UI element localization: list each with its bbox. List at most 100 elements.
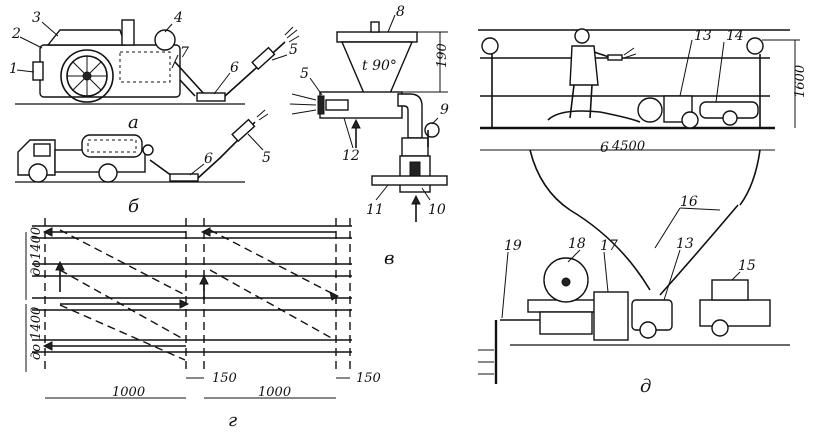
label-g: г xyxy=(228,410,237,431)
dim-4500: 4500 xyxy=(611,139,645,154)
strip-lines xyxy=(32,225,352,353)
pulley-left xyxy=(481,37,499,55)
water-lines xyxy=(478,349,494,375)
deck-hose xyxy=(547,110,641,123)
dim-1000-right: 1000 xyxy=(258,385,291,400)
callout-19: 19 xyxy=(504,238,522,254)
hose-coil-6 xyxy=(196,92,226,102)
label-b: б xyxy=(128,196,140,217)
pump-knob xyxy=(142,144,154,156)
mixer-axle xyxy=(561,277,571,287)
front-cap xyxy=(32,61,44,81)
valve-body xyxy=(401,137,429,157)
cart-wheel xyxy=(711,319,729,337)
callout-14: 14 xyxy=(726,28,744,44)
label-v: в xyxy=(384,248,394,269)
truck-wheel-rear xyxy=(98,163,118,183)
tank-wheel xyxy=(722,110,738,126)
dim-1400-bottom: до 1400 xyxy=(29,307,44,360)
callout-1: 1 xyxy=(9,61,18,77)
callout-6-d: 6 xyxy=(600,140,609,156)
worker-head xyxy=(574,28,590,44)
callout-17: 17 xyxy=(600,238,618,254)
dim-190: 190 xyxy=(435,43,450,68)
callout-14-line: 13 xyxy=(694,28,712,44)
subfigure-v-hopper: 190 t 90° 8 5 9 12 11 10 в xyxy=(289,4,450,269)
callout-9: 9 xyxy=(440,102,449,118)
hanging-cables xyxy=(529,149,761,211)
wheel xyxy=(60,49,114,103)
tank-17 xyxy=(593,291,629,341)
wheel-hub xyxy=(82,71,92,81)
tank-inner-dashed xyxy=(87,139,137,153)
label-d: д xyxy=(640,376,651,397)
hopper-lid xyxy=(336,31,418,43)
callout-15: 15 xyxy=(738,258,756,274)
pass-arrows xyxy=(52,231,336,347)
base-plate-11 xyxy=(371,175,448,186)
dim-150-right: 150 xyxy=(356,371,381,386)
compressor-cart xyxy=(699,299,771,327)
leaders-a xyxy=(16,21,288,95)
callout-4: 4 xyxy=(173,10,183,26)
cab-window xyxy=(33,143,51,157)
callout-13-lower: 13 xyxy=(676,236,694,252)
worker-gun xyxy=(607,54,623,61)
dim-lines-g xyxy=(25,232,350,399)
callout-7: 7 xyxy=(180,45,189,61)
callout-11: 11 xyxy=(366,202,384,218)
callout-8: 8 xyxy=(396,4,405,20)
subfigure-b-truck: 6 5 б xyxy=(15,109,271,217)
hopper-cap xyxy=(370,21,380,33)
callout-6-a: 6 xyxy=(230,60,239,76)
temp-label: t 90° xyxy=(362,58,397,74)
air-arrowhead xyxy=(351,118,361,129)
tank-hood xyxy=(46,29,126,46)
callout-5-a: 5 xyxy=(289,42,298,58)
leaders-v xyxy=(309,14,439,201)
dim-1000-left: 1000 xyxy=(112,385,145,400)
callout-5-b: 5 xyxy=(262,150,271,166)
leaders-d xyxy=(501,39,741,319)
subfigure-d-station: 4500 1600 13 14 xyxy=(478,28,808,397)
spray-hose xyxy=(224,41,286,97)
callout-5-v: 5 xyxy=(300,66,309,82)
spray-mist-b xyxy=(256,109,269,121)
pump-13-upper xyxy=(637,97,663,123)
mixer-base xyxy=(539,311,593,335)
label-a: а xyxy=(128,112,139,133)
spray-jet xyxy=(289,93,317,115)
heater-box-dashed xyxy=(119,51,171,83)
callout-16: 16 xyxy=(680,194,698,210)
dim-150-mid: 150 xyxy=(212,371,237,386)
hose-coil-6-b xyxy=(169,173,199,182)
pump-wheel-upper xyxy=(681,111,699,129)
dim-1600: 1600 xyxy=(793,65,808,98)
spray-gun-5-b xyxy=(231,118,256,143)
subfigure-g-pattern: до1400 до 1400 1000 1000 150 150 г xyxy=(25,218,381,431)
callout-3: 3 xyxy=(32,10,41,26)
nozzle-tip xyxy=(317,95,325,115)
leaders-b xyxy=(189,133,264,176)
pipe-7 xyxy=(174,61,206,96)
diagonal-passes xyxy=(59,229,336,361)
chimney xyxy=(121,19,135,46)
worker-legs xyxy=(569,84,593,119)
compressor-15 xyxy=(711,279,749,301)
truck-wheel-front xyxy=(28,163,48,183)
drawbar xyxy=(179,79,196,97)
burner-drum xyxy=(154,29,176,51)
spray-mist-a xyxy=(284,26,300,43)
spray-mist-d xyxy=(623,47,637,59)
strip-dashed-verticals xyxy=(44,218,351,372)
subfigure-a-heater-unit: 1 2 3 4 7 6 5 а xyxy=(9,10,300,133)
valve-handwheel-9 xyxy=(424,122,440,138)
worker-body xyxy=(569,45,599,86)
callout-6-b: 6 xyxy=(204,151,213,167)
spray-gun-5 xyxy=(251,46,276,71)
callout-2: 2 xyxy=(11,26,21,42)
pump-wheel-lower xyxy=(639,321,657,339)
truck-tank xyxy=(81,134,143,158)
